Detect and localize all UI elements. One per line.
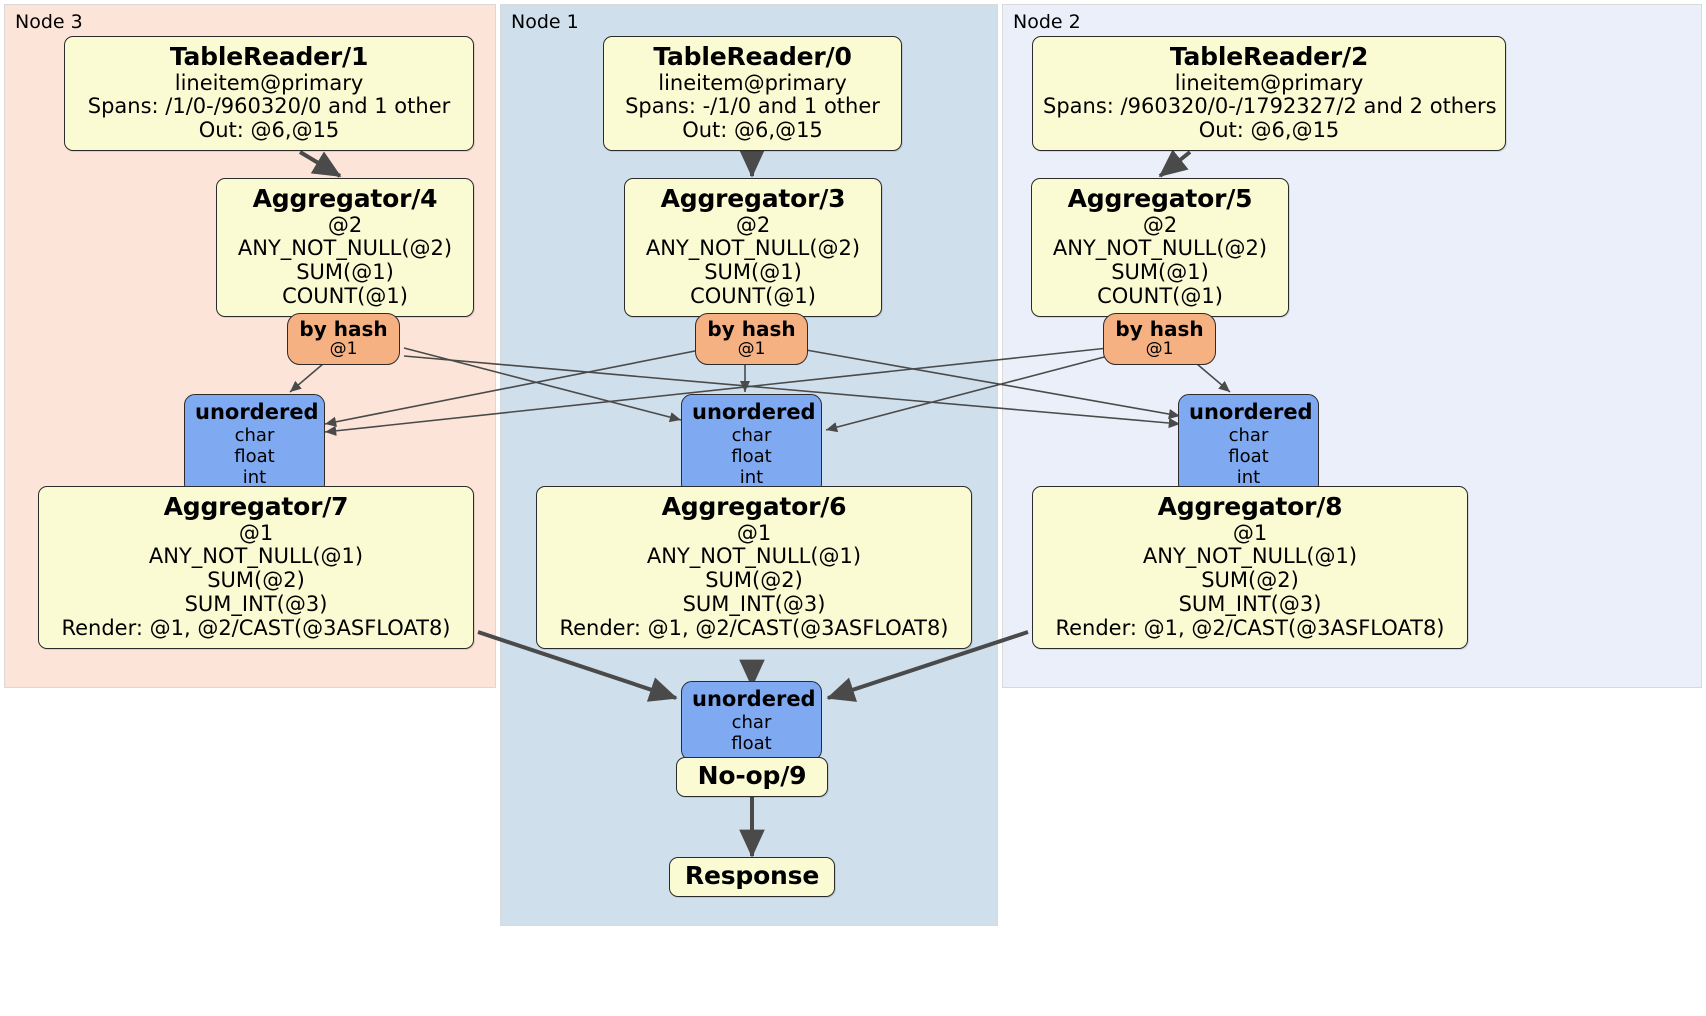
processor-line: lineitem@primary: [174, 70, 364, 95]
synchronizer-title: unordered: [195, 400, 319, 424]
synchronizer-line: float: [1228, 445, 1269, 467]
processor-line: COUNT(@1): [1097, 284, 1223, 309]
processor-title: TableReader/0: [653, 42, 852, 71]
synchronizer-unordered-node-3[interactable]: unordered char float int: [184, 394, 325, 495]
synchronizer-line: int: [242, 466, 267, 488]
router-by-hash-node-2[interactable]: by hash @1: [1103, 313, 1216, 366]
processor-aggregator-7[interactable]: Aggregator/7 @1 ANY_NOT_NULL(@1) SUM(@2)…: [38, 486, 474, 650]
processor-title: Aggregator/7: [163, 492, 349, 521]
processor-aggregator-3[interactable]: Aggregator/3 @2 ANY_NOT_NULL(@2) SUM(@1)…: [624, 178, 882, 318]
processor-no-op-9[interactable]: No-op/9: [676, 757, 828, 797]
processor-line: @2: [327, 212, 363, 237]
processor-line: SUM(@2): [1201, 568, 1299, 593]
processor-line: SUM_INT(@3): [1178, 592, 1322, 617]
router-title: by hash: [707, 317, 796, 341]
processor-line: Render: @1, @2/CAST(@3ASFLOAT8): [559, 616, 949, 641]
router-by-hash-node-1[interactable]: by hash @1: [695, 313, 808, 366]
processor-tablereader-1[interactable]: TableReader/1 lineitem@primary Spans: /1…: [64, 36, 474, 152]
processor-line: ANY_NOT_NULL(@1): [1142, 544, 1358, 569]
processor-line: @1: [736, 520, 772, 545]
processor-line: ANY_NOT_NULL(@2): [237, 236, 453, 261]
processor-tablereader-2[interactable]: TableReader/2 lineitem@primary Spans: /9…: [1032, 36, 1506, 152]
processor-aggregator-5[interactable]: Aggregator/5 @2 ANY_NOT_NULL(@2) SUM(@1)…: [1031, 178, 1289, 318]
processor-line: SUM_INT(@3): [184, 592, 328, 617]
processor-line: Render: @1, @2/CAST(@3ASFLOAT8): [1055, 616, 1445, 641]
processor-line: Spans: /960320/0-/1792327/2 and 2 others: [1043, 94, 1497, 119]
synchronizer-line: int: [739, 466, 764, 488]
cluster-label-node-2: Node 2: [1013, 11, 1081, 33]
synchronizer-unordered-node-1[interactable]: unordered char float int: [681, 394, 822, 495]
router-line: @1: [1145, 339, 1174, 360]
synchronizer-title: unordered: [692, 400, 816, 424]
processor-line: SUM(@1): [296, 260, 394, 285]
processor-title: Aggregator/8: [1157, 492, 1343, 521]
processor-line: Render: @1, @2/CAST(@3ASFLOAT8): [61, 616, 451, 641]
synchronizer-line: float: [731, 445, 772, 467]
processor-line: @2: [1142, 212, 1178, 237]
processor-line: SUM_INT(@3): [682, 592, 826, 617]
processor-line: @2: [735, 212, 771, 237]
processor-title: Aggregator/5: [1067, 184, 1253, 213]
processor-tablereader-0[interactable]: TableReader/0 lineitem@primary Spans: -/…: [603, 36, 902, 152]
processor-line: SUM(@1): [1111, 260, 1209, 285]
processor-title: TableReader/2: [1169, 42, 1369, 71]
processor-line: ANY_NOT_NULL(@2): [1052, 236, 1268, 261]
processor-line: SUM(@2): [705, 568, 803, 593]
processor-line: Spans: -/1/0 and 1 other: [625, 94, 880, 119]
processor-line: @1: [238, 520, 274, 545]
synchronizer-line: float: [234, 445, 275, 467]
processor-line: ANY_NOT_NULL(@1): [646, 544, 862, 569]
synchronizer-title: unordered: [1189, 400, 1313, 424]
processor-line: Spans: /1/0-/960320/0 and 1 other: [87, 94, 451, 119]
processor-line: SUM(@2): [207, 568, 305, 593]
synchronizer-title: unordered: [692, 687, 816, 711]
processor-line: Out: @6,@15: [198, 118, 340, 143]
processor-aggregator-4[interactable]: Aggregator/4 @2 ANY_NOT_NULL(@2) SUM(@1)…: [216, 178, 474, 318]
synchronizer-unordered-node-2[interactable]: unordered char float int: [1178, 394, 1319, 495]
router-title: by hash: [1115, 317, 1204, 341]
processor-line: lineitem@primary: [658, 70, 847, 95]
processor-title: TableReader/1: [169, 42, 369, 71]
processor-aggregator-8[interactable]: Aggregator/8 @1 ANY_NOT_NULL(@1) SUM(@2)…: [1032, 486, 1468, 650]
synchronizer-line: char: [731, 711, 772, 733]
processor-line: SUM(@1): [704, 260, 802, 285]
synchronizer-unordered-final[interactable]: unordered char float: [681, 681, 822, 761]
processor-aggregator-6[interactable]: Aggregator/6 @1 ANY_NOT_NULL(@1) SUM(@2)…: [536, 486, 972, 650]
processor-line: Out: @6,@15: [1198, 118, 1340, 143]
router-line: @1: [329, 339, 358, 360]
cluster-label-node-1: Node 1: [511, 11, 579, 33]
processor-line: lineitem@primary: [1174, 70, 1364, 95]
processor-title: Aggregator/3: [660, 184, 846, 213]
processor-line: @1: [1232, 520, 1268, 545]
processor-title: Aggregator/6: [661, 492, 847, 521]
synchronizer-line: char: [234, 424, 275, 446]
synchronizer-line: float: [731, 732, 772, 754]
processor-response[interactable]: Response: [669, 857, 835, 897]
processor-title: Aggregator/4: [252, 184, 438, 213]
synchronizer-line: int: [1236, 466, 1261, 488]
router-title: by hash: [299, 317, 388, 341]
processor-title: Response: [684, 861, 820, 890]
processor-line: COUNT(@1): [282, 284, 408, 309]
synchronizer-line: char: [1228, 424, 1269, 446]
cluster-label-node-3: Node 3: [15, 11, 83, 33]
synchronizer-line: char: [731, 424, 772, 446]
processor-line: ANY_NOT_NULL(@2): [645, 236, 861, 261]
processor-line: COUNT(@1): [690, 284, 816, 309]
processor-title: No-op/9: [697, 761, 807, 790]
processor-line: Out: @6,@15: [682, 118, 823, 143]
router-by-hash-node-3[interactable]: by hash @1: [287, 313, 400, 366]
processor-line: ANY_NOT_NULL(@1): [148, 544, 364, 569]
router-line: @1: [737, 339, 766, 360]
